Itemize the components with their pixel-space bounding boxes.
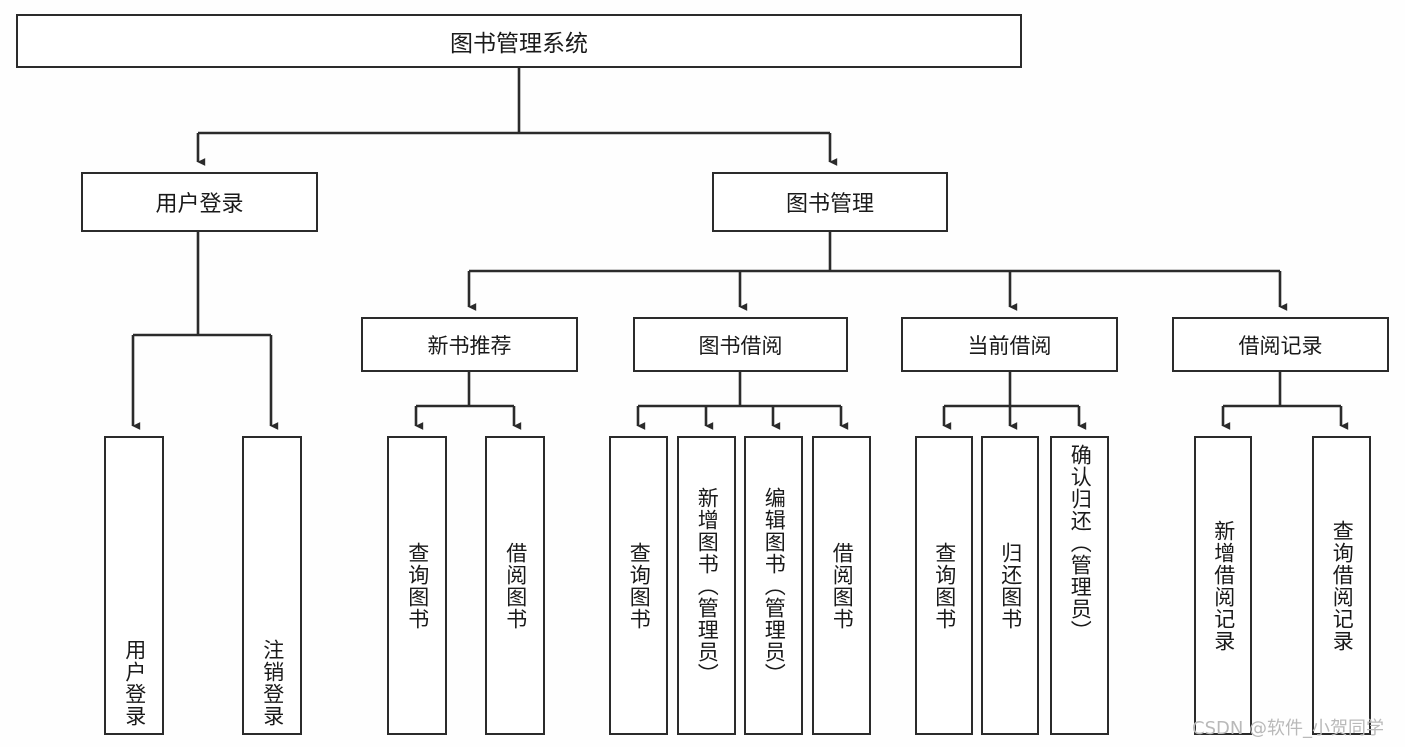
leaf-user-login[interactable]: 用户登录: [104, 436, 164, 735]
node-label: 图书管理: [785, 192, 874, 217]
leaf-query-borrow-record[interactable]: 查询借阅记录: [1312, 436, 1371, 735]
leaf-label: 归还图书: [998, 541, 1023, 630]
leaf-label: 新增图书（管理员）: [695, 486, 720, 685]
node-current-borrow[interactable]: 当前借阅: [901, 317, 1118, 372]
leaf-query-book-current[interactable]: 查询图书: [915, 436, 973, 735]
leaf-label: 查询图书: [405, 541, 430, 630]
node-label: 新书推荐: [427, 333, 512, 358]
leaf-confirm-return-admin[interactable]: 确认归还（管理员）: [1050, 436, 1109, 735]
leaf-label: 用户登录: [122, 639, 147, 727]
leaf-label: 查询借阅记录: [1330, 519, 1355, 652]
node-label: 当前借阅: [967, 333, 1052, 358]
leaf-add-borrow-record[interactable]: 新增借阅记录: [1194, 436, 1252, 735]
leaf-query-book-borrow[interactable]: 查询图书: [609, 436, 668, 735]
csdn-watermark: CSDN @软件_小贺同学: [1192, 718, 1385, 739]
node-label: 图书管理系统: [450, 31, 588, 57]
leaf-label: 确认归还（管理员）: [1068, 444, 1093, 642]
leaf-borrow-book[interactable]: 借阅图书: [812, 436, 871, 735]
leaf-label: 注销登录: [260, 639, 285, 727]
leaf-edit-book-admin[interactable]: 编辑图书（管理员）: [744, 436, 803, 735]
leaf-query-book-recommend[interactable]: 查询图书: [387, 436, 447, 735]
leaf-label: 借阅图书: [503, 541, 528, 630]
leaf-logout[interactable]: 注销登录: [242, 436, 302, 735]
leaf-return-book[interactable]: 归还图书: [981, 436, 1039, 735]
node-label: 用户登录: [155, 192, 244, 217]
node-new-book-recommend[interactable]: 新书推荐: [361, 317, 578, 372]
node-book-management[interactable]: 图书管理: [712, 172, 948, 232]
leaf-label: 新增借阅记录: [1211, 519, 1236, 652]
node-user-login[interactable]: 用户登录: [81, 172, 318, 232]
node-root-system[interactable]: 图书管理系统: [16, 14, 1022, 68]
leaf-label: 借阅图书: [830, 541, 855, 630]
node-label: 图书借阅: [698, 333, 783, 358]
leaf-label: 编辑图书（管理员）: [762, 486, 787, 685]
leaf-borrow-book-recommend[interactable]: 借阅图书: [485, 436, 545, 735]
node-label: 借阅记录: [1238, 333, 1323, 358]
node-borrow-record[interactable]: 借阅记录: [1172, 317, 1389, 372]
node-book-borrow[interactable]: 图书借阅: [633, 317, 848, 372]
leaf-label: 查询图书: [932, 541, 957, 630]
leaf-add-book-admin[interactable]: 新增图书（管理员）: [677, 436, 736, 735]
leaf-label: 查询图书: [627, 541, 652, 630]
